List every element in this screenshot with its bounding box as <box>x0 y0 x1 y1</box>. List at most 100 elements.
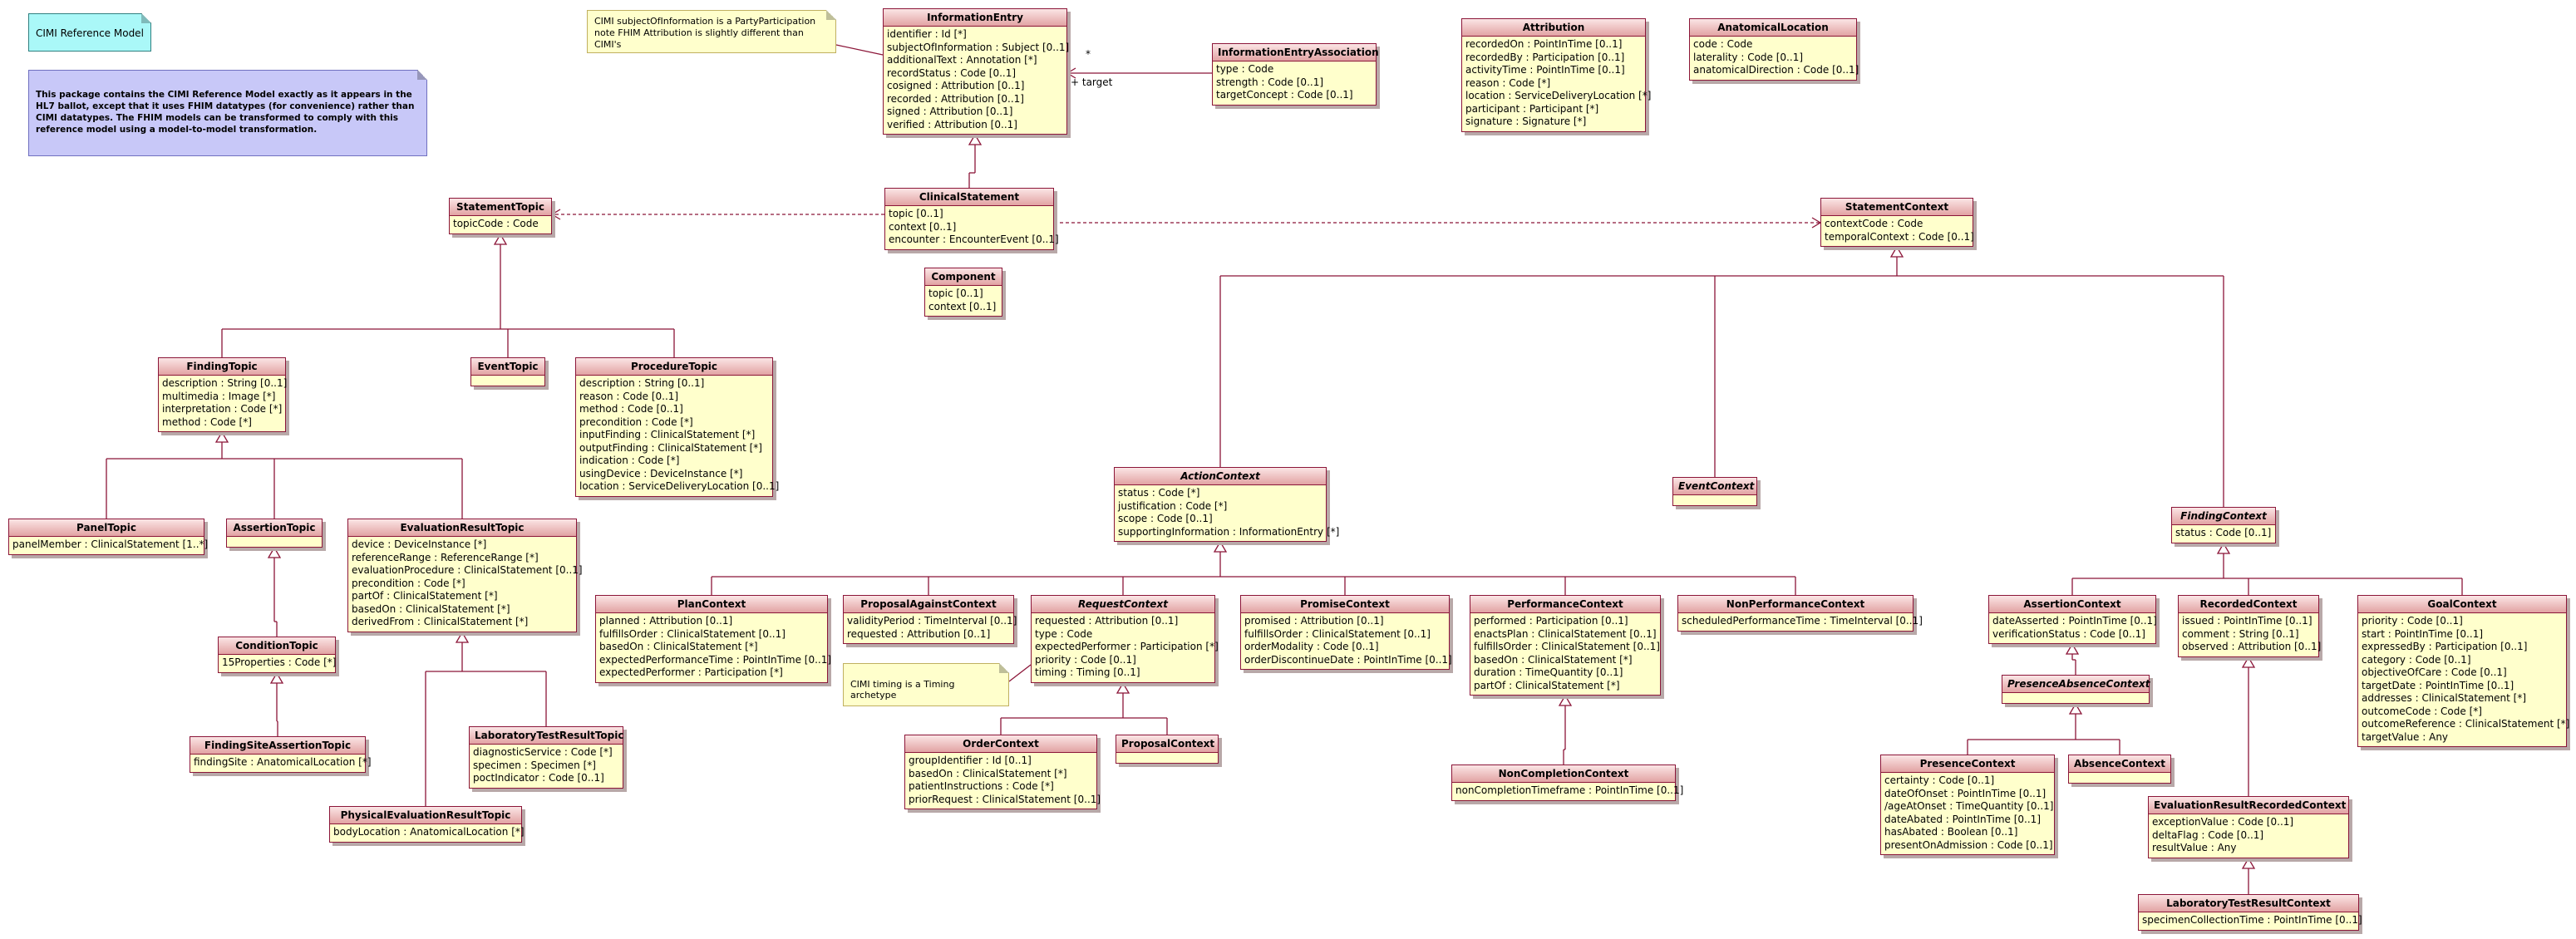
class-attributes: nonCompletionTimeframe : PointInTime [0.… <box>1452 783 1684 800</box>
association-arrowhead <box>1066 67 1076 79</box>
class-attribute: description : String [0..1] <box>162 377 288 389</box>
class-event-topic[interactable]: EventTopic <box>470 357 545 386</box>
class-attribute: additionalText : Annotation [*] <box>887 54 1037 66</box>
class-attribute: basedOn : ClinicalStatement [*] <box>352 602 510 615</box>
class-attribute: multimedia : Image [*] <box>162 390 276 402</box>
class-name: ProposalContext <box>1116 735 1218 753</box>
class-attribute: observed : Attribution [0..1] <box>2182 641 2322 652</box>
class-attributes: groupIdentifier : Id [0..1]basedOn : Cli… <box>905 753 1101 809</box>
class-name: PlanContext <box>596 596 827 613</box>
class-attributes: requested : Attribution [0..1]type : Cod… <box>1032 613 1219 682</box>
class-attributes: topic [0..1]context [0..1]encounter : En… <box>885 206 1059 249</box>
class-attributes: description : String [0..1]multimedia : … <box>159 376 288 431</box>
class-assertion-topic[interactable]: AssertionTopic <box>226 519 323 548</box>
class-attribute: context [0..1] <box>889 220 957 233</box>
subject-note: CIMI subjectOfInformation is a PartyPart… <box>587 10 836 53</box>
class-attributes: performed : Participation [0..1]enactsPl… <box>1470 613 1660 695</box>
class-attribute: presentOnAdmission : Code [0..1] <box>1884 838 2053 851</box>
generalization-arrowhead <box>267 546 282 558</box>
class-attribute: enactsPlan : ClinicalStatement [0..1] <box>1474 627 1657 640</box>
class-attribute: specimenCollectionTime : PointInTime [0.… <box>2142 914 2362 926</box>
class-attributes: scheduledPerformanceTime : TimeInterval … <box>1678 613 1923 631</box>
class-attributes: status : Code [*]justification : Code [*… <box>1115 485 1339 541</box>
class-event-context[interactable]: EventContext <box>1672 477 1757 506</box>
class-attribute: findingSite : AnatomicalLocation [*] <box>194 756 372 768</box>
generalization-arrowhead <box>2241 656 2256 668</box>
class-attribute: category : Code [0..1] <box>2362 653 2471 666</box>
class-attribute: targetValue : Any <box>2362 730 2449 743</box>
generalization-arrowhead <box>214 430 229 443</box>
class-attributes: exceptionValue : Code [0..1]deltaFlag : … <box>2149 814 2348 858</box>
class-attributes: specimenCollectionTime : PointInTime [0.… <box>2139 912 2362 930</box>
class-attribute: recorded : Attribution [0..1] <box>887 92 1024 105</box>
class-attributes: priority : Code [0..1]start : PointInTim… <box>2358 613 2569 746</box>
class-attributes: dateAsserted : PointInTime [0..1]verific… <box>1989 613 2157 643</box>
class-attribute: expressedBy : Participation [0..1] <box>2362 641 2528 652</box>
class-attribute: basedOn : ClinicalStatement [*] <box>909 767 1067 779</box>
class-attribute: validityPeriod : TimeInterval [0..1] <box>847 615 1017 627</box>
class-attribute: participant : Participant [*] <box>1465 102 1599 115</box>
class-attribute: fulfillsOrder : ClinicalStatement [0..1] <box>1244 627 1431 640</box>
class-attributes: promised : Attribution [0..1]fulfillsOrd… <box>1241 613 1452 669</box>
generalization-arrowhead <box>2065 642 2080 655</box>
class-attribute: contextCode : Code <box>1825 218 1923 229</box>
class-presence-absence-context[interactable]: PresenceAbsenceContext <box>2002 675 2150 704</box>
class-name: EventContext <box>1673 478 1756 495</box>
class-proposal-context[interactable]: ProposalContext <box>1116 735 1219 764</box>
class-attribute: start : PointInTime [0..1] <box>2362 627 2484 640</box>
class-attribute: verified : Attribution [0..1] <box>887 118 1017 130</box>
class-attribute: device : DeviceInstance [*] <box>352 538 487 550</box>
timing-note-text: CIMI timing is a Timing archetype <box>850 679 955 701</box>
class-name: ProposalAgainstContext <box>844 596 1013 613</box>
class-attributes: planned : Attribution [0..1]fulfillsOrde… <box>596 613 831 682</box>
class-attribute: nonCompletionTimeframe : PointInTime [0.… <box>1455 784 1684 796</box>
class-attribute: partOf : ClinicalStatement [*] <box>1474 679 1620 691</box>
class-name: NonPerformanceContext <box>1678 596 1913 613</box>
class-proposal-against-context[interactable]: ProposalAgainstContext validityPeriod : T… <box>843 595 1017 644</box>
class-attribute: promised : Attribution [0..1] <box>1244 615 1384 627</box>
class-name: LaboratoryTestResultTopic <box>470 727 624 745</box>
class-name: ActionContext <box>1115 468 1326 485</box>
class-attribute: derivedFrom : ClinicalStatement [*] <box>352 616 529 627</box>
class-absence-context[interactable]: AbsenceContext <box>2068 755 2171 784</box>
class-attribute: method : Code [0..1] <box>579 403 683 415</box>
description-note-text: This package contains the CIMI Reference… <box>36 90 415 135</box>
class-attribute: planned : Attribution [0..1] <box>599 615 733 627</box>
class-attribute: location : ServiceDeliveryLocation [0..1… <box>579 480 780 492</box>
class-attribute: dateAsserted : PointInTime [0..1] <box>1992 615 2157 627</box>
class-attribute: reason : Code [0..1] <box>579 390 679 402</box>
